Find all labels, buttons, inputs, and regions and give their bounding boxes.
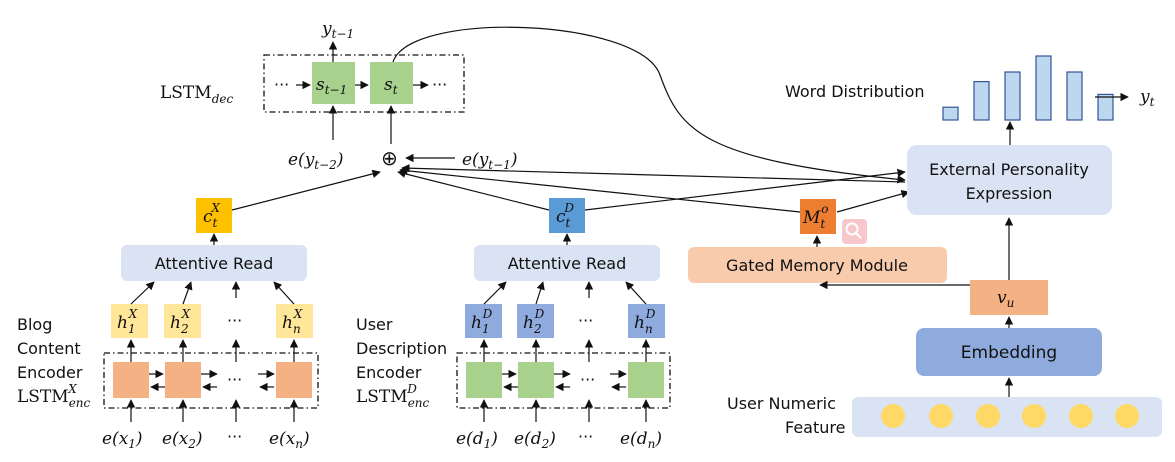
blog-cell-ellipsis: ···: [227, 370, 242, 389]
desc-hidden-1: [465, 304, 502, 338]
blog-cell-2: [165, 362, 201, 398]
plus-icon: ⊕: [381, 146, 398, 170]
blog-cell-1: [113, 362, 149, 398]
desc-context-label: ctD: [556, 201, 574, 230]
blog-label-line-3: Encoder: [17, 363, 83, 382]
decoder-cell-cur: [370, 62, 413, 104]
desc-label-line-3: Encoder: [356, 363, 422, 382]
desc-hidden-2-label: h2D: [523, 307, 545, 336]
embedding-box: [916, 328, 1102, 376]
blog-hidden-n: [276, 304, 313, 338]
vu-node: [970, 280, 1048, 315]
word-distribution-bar-4: [1035, 55, 1052, 121]
final-output-label: yt: [1139, 87, 1155, 109]
blog-hidden-1: [111, 304, 148, 338]
decoder-input-right: e(yt−1): [462, 150, 517, 172]
blog-hidden-2: [164, 304, 201, 338]
word-distribution-bar-5: [1066, 71, 1083, 121]
desc-cell-1: [466, 362, 502, 398]
desc-hidden-n-label: hnD: [634, 307, 656, 336]
desc-input-1: e(d1): [456, 429, 498, 451]
desc-hidden-n: [628, 304, 665, 338]
blog-context: [196, 198, 232, 233]
feature-label-line-2: Feature: [785, 418, 845, 437]
feature-dot-1: [881, 404, 905, 428]
decoder-ellipsis-left: ···: [274, 75, 289, 94]
desc-hidden-2: [517, 304, 554, 338]
desc-context: [549, 198, 585, 233]
blog-hidden-n-label: hnX: [282, 307, 303, 336]
zoom-badge: [842, 219, 867, 244]
word-distribution-bar-2: [973, 80, 990, 121]
memory-output: [800, 199, 836, 234]
blog-hidden-ellipsis: ···: [227, 311, 242, 330]
blog-hidden-1-label: h1X: [117, 307, 138, 336]
decoder-cell-prev-label: st−1: [316, 75, 347, 97]
personality-group: Word Distribution yt External Personalit…: [727, 55, 1162, 437]
word-distribution-bar-3: [1004, 71, 1021, 121]
memory-output-label: Mto: [802, 202, 828, 231]
decoder-cell-prev: [312, 62, 355, 104]
feature-dot-5: [1069, 404, 1093, 428]
external-personality-line-2: Expression: [966, 184, 1053, 203]
desc-attentive-read: [474, 245, 660, 281]
word-distribution-bar-6: [1097, 93, 1114, 121]
blog-input-2: e(x2): [162, 429, 203, 451]
blog-attentive-read: [121, 245, 307, 281]
decoder-ellipsis-right: ···: [432, 75, 447, 94]
blog-hidden-2-label: h2X: [170, 307, 191, 336]
blog-label-line-1: Blog: [17, 315, 52, 334]
external-personality-line-1: External Personality: [929, 160, 1089, 179]
decoder-cell-cur-label: st: [384, 75, 398, 97]
desc-input-2: e(d2): [514, 429, 556, 451]
desc-dashed-frame: [456, 352, 671, 409]
blog-context-label: ctX: [203, 201, 220, 230]
decoder-dashed-frame: [263, 54, 465, 113]
feature-dot-3: [976, 404, 1000, 428]
desc-lstm-label: LSTMencD: [356, 382, 430, 410]
feature-label-line-1: User Numeric: [727, 394, 836, 413]
gated-memory-module-label: Gated Memory Module: [726, 256, 908, 275]
context-arrows: [231, 164, 910, 213]
desc-label-line-1: User: [356, 315, 393, 334]
magnifier-icon: [845, 222, 862, 239]
feature-dot-6: [1115, 404, 1139, 428]
desc-input-n: e(dn): [620, 429, 662, 451]
desc-label-line-2: Description: [356, 339, 447, 358]
description-encoder-group: User Description Encoder LSTMencD ··· e(…: [356, 198, 671, 451]
embedding-label: Embedding: [961, 343, 1057, 363]
blog-input-1: e(x1): [102, 429, 143, 451]
external-personality-expression: [907, 145, 1112, 215]
blog-encoder-group: Blog Content Encoder LSTMencX ··· e(x1) …: [17, 198, 319, 451]
desc-input-ellipsis: ···: [578, 427, 593, 446]
blog-attentive-read-label: Attentive Read: [155, 254, 274, 273]
blog-input-ellipsis: ···: [227, 427, 242, 446]
desc-cell-ellipsis: ···: [580, 370, 595, 389]
desc-hidden-ellipsis: ···: [578, 311, 593, 330]
desc-hidden-1-label: h1D: [471, 307, 493, 336]
blog-cell-n: [276, 362, 312, 398]
word-distribution-label: Word Distribution: [785, 82, 925, 101]
feature-dot-2: [929, 404, 953, 428]
desc-cell-n: [628, 362, 664, 398]
decoder-lstm-label: LSTMdec: [160, 83, 233, 106]
decoder-group: ··· st−1 st ··· LSTMdec yt−1 e(yt−2) ⊕ e…: [160, 19, 906, 184]
word-distribution-bars: [942, 55, 1114, 121]
decoder-input-left: e(yt−2): [288, 150, 343, 172]
blog-label-line-2: Content: [17, 339, 81, 358]
feature-dot-4: [1022, 404, 1046, 428]
decoder-output-label: yt−1: [321, 19, 354, 41]
decoder-to-personality-curve: [392, 26, 906, 184]
desc-cell-2: [518, 362, 554, 398]
desc-attentive-read-label: Attentive Read: [508, 254, 627, 273]
word-distribution-bar-1: [942, 106, 959, 121]
vu-label: vu: [997, 288, 1014, 310]
blog-input-n: e(xn): [269, 429, 310, 451]
blog-lstm-label: LSTMencX: [17, 382, 91, 410]
memory-group: Gated Memory Module Mto: [688, 199, 947, 283]
gated-memory-module: [688, 247, 947, 283]
